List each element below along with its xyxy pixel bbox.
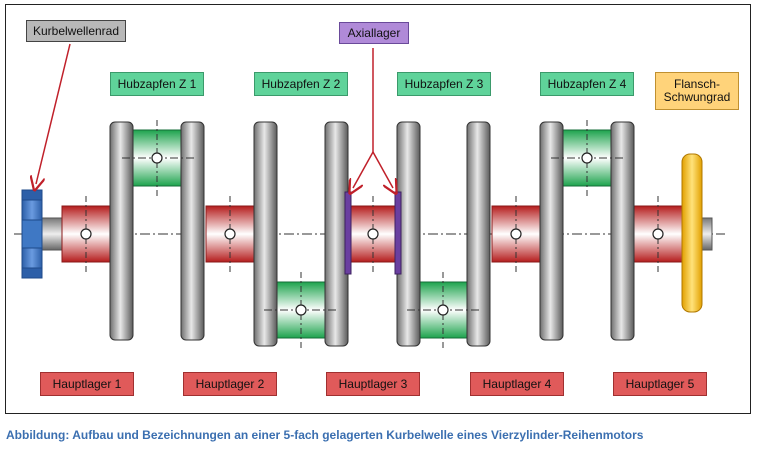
label-hauptlager-4: Hauptlager 4 <box>470 372 564 396</box>
crank-webs <box>109 121 635 347</box>
gear-kurbelwellenrad <box>21 189 43 279</box>
label-hubzapfen-z4: Hubzapfen Z 4 <box>540 72 634 96</box>
label-hauptlager-3: Hauptlager 3 <box>326 372 420 396</box>
label-flansch-schwungrad: Flansch- Schwungrad <box>655 72 739 110</box>
label-hauptlager-1: Hauptlager 1 <box>40 372 134 396</box>
label-hubzapfen-z1: Hubzapfen Z 1 <box>110 72 204 96</box>
label-hubzapfen-z3: Hubzapfen Z 3 <box>397 72 491 96</box>
label-hubzapfen-z2: Hubzapfen Z 2 <box>254 72 348 96</box>
center-marks <box>80 152 664 316</box>
arrow-axiallager-right <box>372 151 393 188</box>
crankshaft-diagram <box>14 43 725 348</box>
arrow-kurbelwellenrad <box>36 43 71 184</box>
label-arrows <box>36 43 393 188</box>
label-axiallager: Axiallager <box>339 22 409 44</box>
axial-thrust-rings <box>344 191 402 275</box>
figure-caption: Abbildung: Aufbau und Bezeichnungen an e… <box>6 428 644 442</box>
label-hauptlager-2: Hauptlager 2 <box>183 372 277 396</box>
label-hauptlager-5: Hauptlager 5 <box>613 372 707 396</box>
flywheel <box>681 153 703 313</box>
label-kurbelwellenrad: Kurbelwellenrad <box>26 20 126 42</box>
arrow-axiallager-left <box>353 151 374 188</box>
